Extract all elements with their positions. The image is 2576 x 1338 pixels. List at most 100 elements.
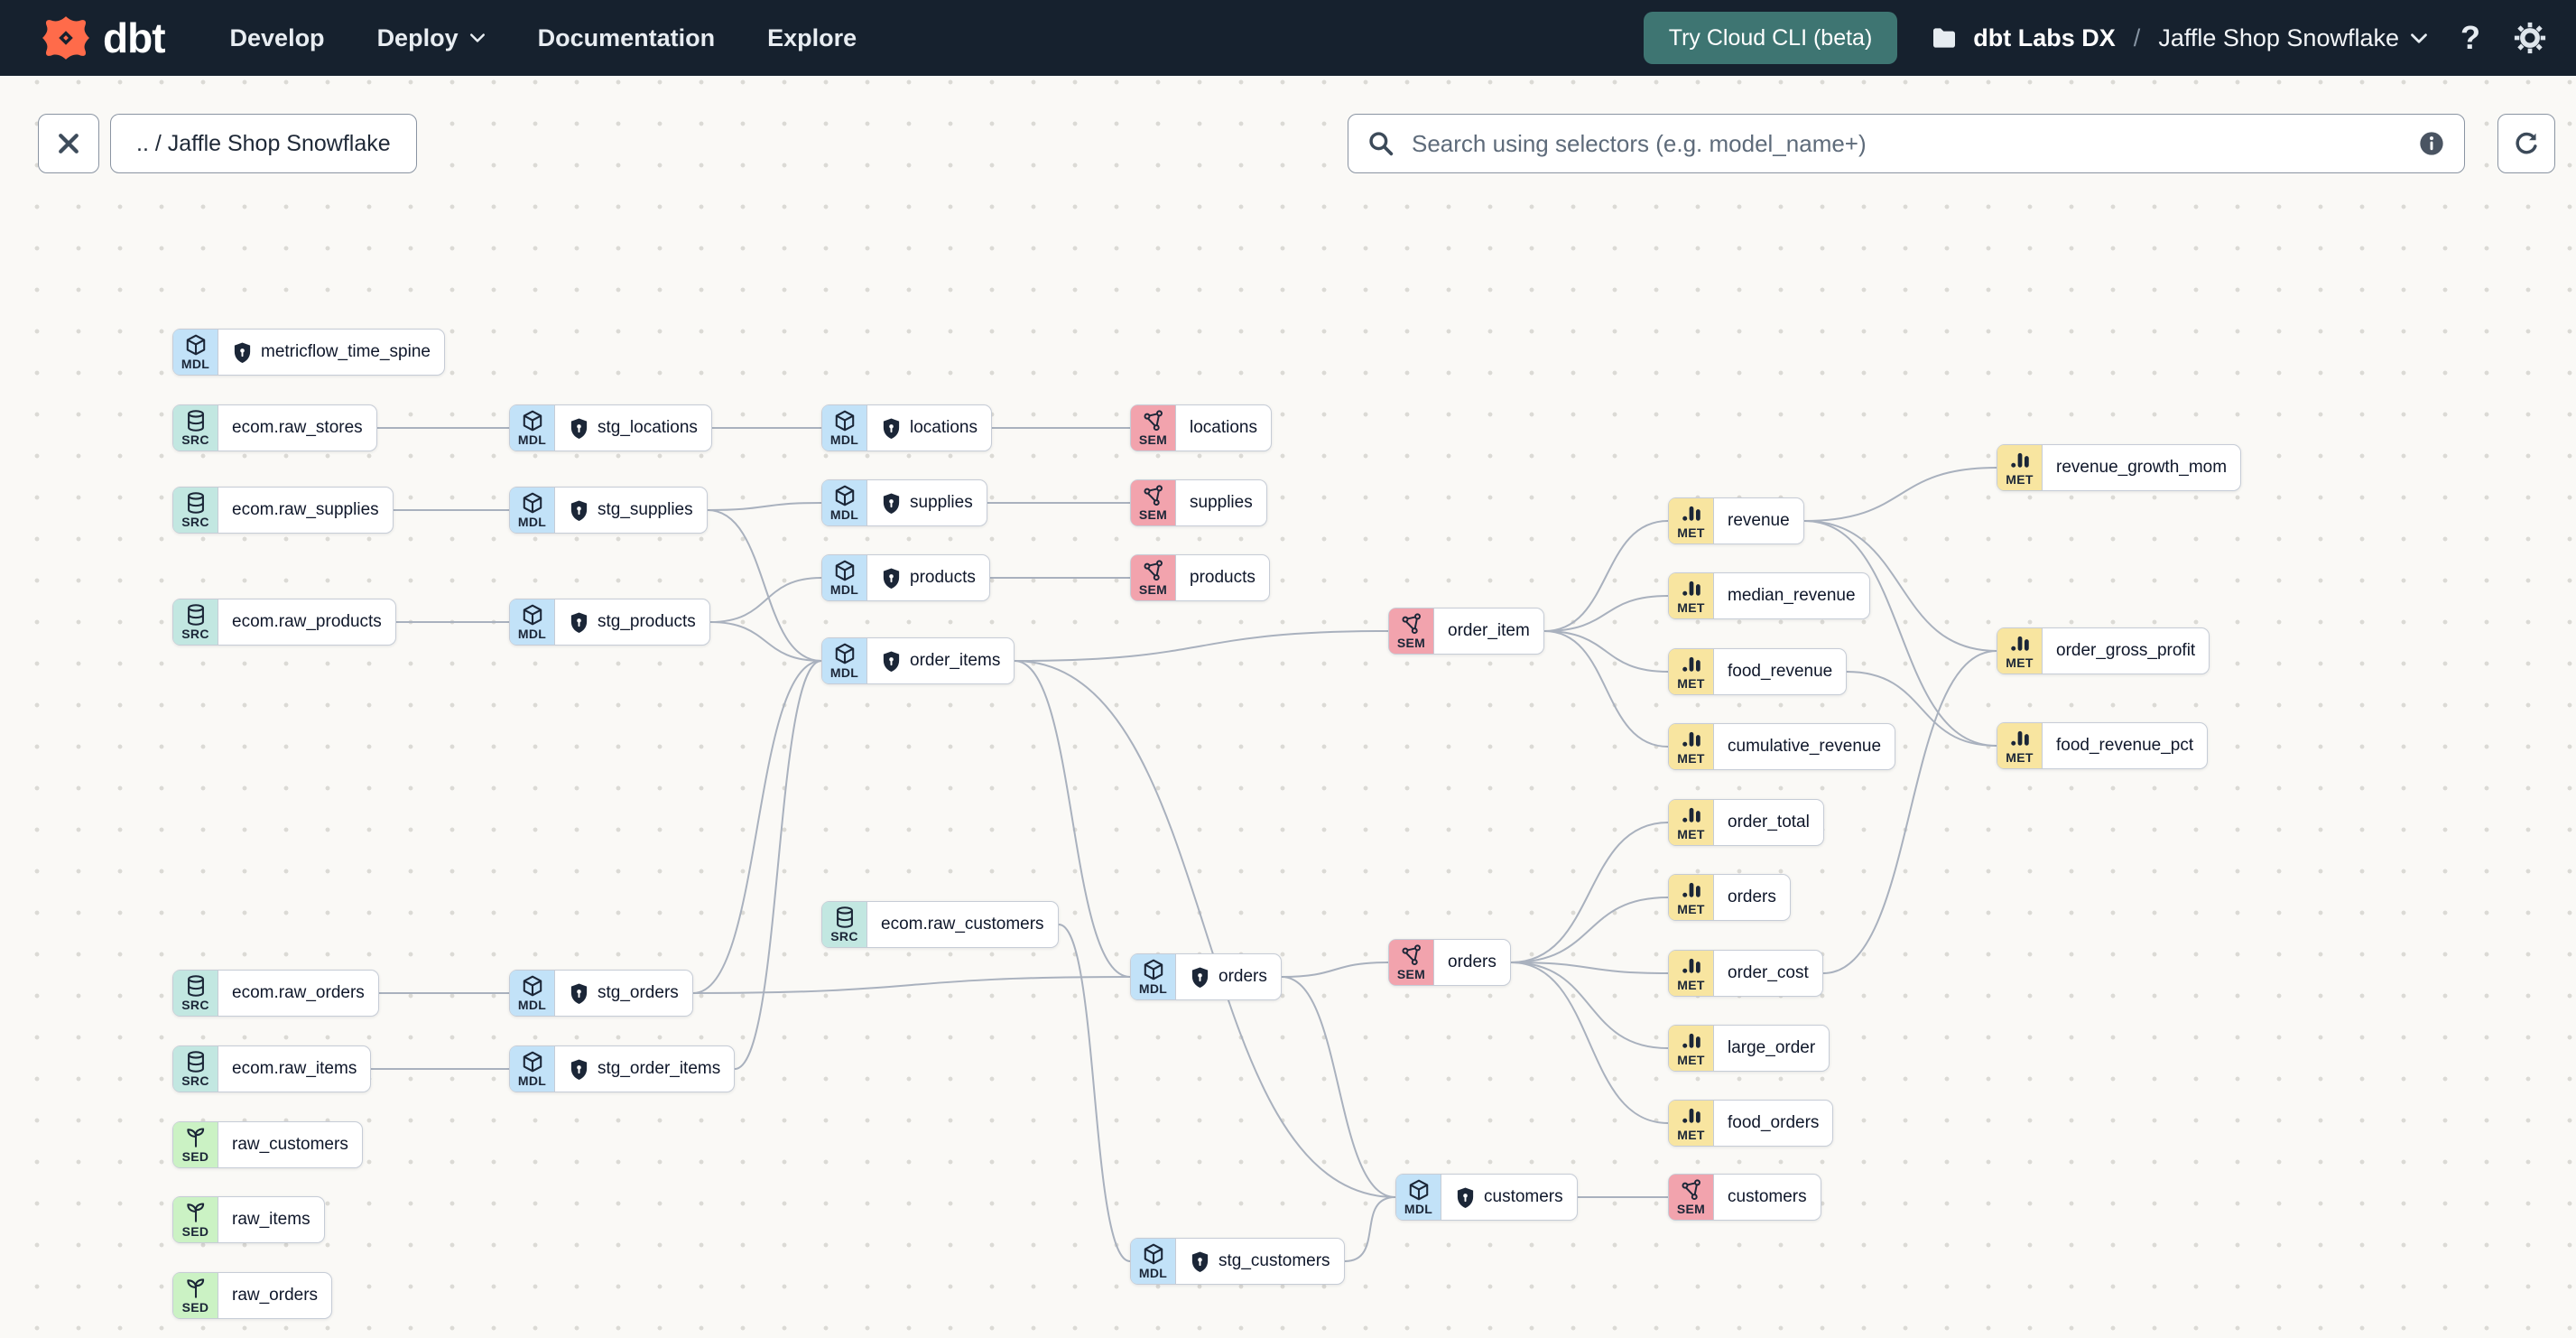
node-label: stg_supplies <box>598 500 693 519</box>
nav-link-deploy[interactable]: Deploy <box>377 24 486 52</box>
node-type-label: MET <box>2006 655 2034 670</box>
gear-icon[interactable] <box>2513 21 2547 55</box>
try-cloud-cli-button[interactable]: Try Cloud CLI (beta) <box>1643 12 1898 64</box>
node-label: revenue_growth_mom <box>2056 458 2228 477</box>
semantic-model-icon <box>1400 943 1423 967</box>
node-stg-supplies[interactable]: MDL stg_supplies <box>509 487 708 534</box>
node-type-badge: MDL <box>510 405 555 451</box>
cube-icon <box>833 559 857 582</box>
node-type-label: MET <box>1677 1127 1705 1142</box>
node-label: locations <box>1190 418 1257 437</box>
node-type-badge: MDL <box>173 330 218 375</box>
edge-stg_supplies-to-mdl_order_items <box>707 509 822 662</box>
node-type-badge: MDL <box>822 638 867 683</box>
contract-shield-icon <box>881 567 902 590</box>
node-label: customers <box>1484 1187 1563 1206</box>
node-type-badge: MDL <box>1131 1239 1176 1284</box>
node-type-label: MET <box>1677 977 1705 992</box>
account-name[interactable]: dbt Labs DX <box>1973 23 2116 51</box>
cube-icon <box>1407 1178 1431 1202</box>
node-type-badge: MET <box>1669 573 1714 618</box>
refresh-button[interactable] <box>2497 114 2555 173</box>
edge-stg_products-to-mdl_products <box>709 577 822 623</box>
cube-icon <box>833 642 857 665</box>
cube-icon <box>521 491 544 515</box>
database-icon <box>184 1050 208 1073</box>
node-type-badge: MDL <box>822 480 867 525</box>
selector-search-input[interactable] <box>1410 128 2403 159</box>
cube-icon <box>521 1050 544 1073</box>
lineage-breadcrumb[interactable]: .. / Jaffle Shop Snowflake <box>110 114 417 173</box>
metric-icon <box>2008 727 2032 750</box>
node-type-badge: MET <box>1997 723 2043 768</box>
node-type-badge: MDL <box>1131 954 1176 999</box>
brand-wordmark[interactable]: dbt <box>103 14 166 61</box>
cube-icon <box>521 409 544 432</box>
help-icon[interactable]: ? <box>2460 19 2480 56</box>
node-type-label: SRC <box>181 432 209 447</box>
node-type-label: SED <box>181 1223 209 1239</box>
nav-link-documentation[interactable]: Documentation <box>537 23 716 51</box>
node-label: stg_orders <box>598 983 679 1002</box>
edge-stg_orders-to-mdl_order_items <box>692 660 822 994</box>
node-type-badge: SRC <box>173 971 218 1016</box>
nav-link-develop[interactable]: Develop <box>229 23 325 51</box>
node-label: raw_customers <box>232 1135 348 1154</box>
database-icon <box>184 409 208 432</box>
node-type-badge: MDL <box>510 488 555 533</box>
metric-icon <box>1680 1104 1703 1128</box>
contract-shield-icon <box>881 417 902 440</box>
node-type-label: MDL <box>517 1073 547 1088</box>
node-type-badge: MDL <box>510 1046 555 1092</box>
node-type-badge: SEM <box>1131 555 1176 600</box>
dbt-logo-icon[interactable] <box>42 14 90 62</box>
project-selector[interactable]: Jaffle Shop Snowflake <box>2158 24 2428 52</box>
node-label: ecom.raw_supplies <box>232 500 379 519</box>
close-lineage-button[interactable] <box>38 114 99 173</box>
info-icon[interactable] <box>2417 129 2446 158</box>
nav-link-explore[interactable]: Explore <box>767 23 857 51</box>
seedling-icon <box>184 1277 208 1300</box>
node-type-label: SEM <box>1138 581 1168 597</box>
